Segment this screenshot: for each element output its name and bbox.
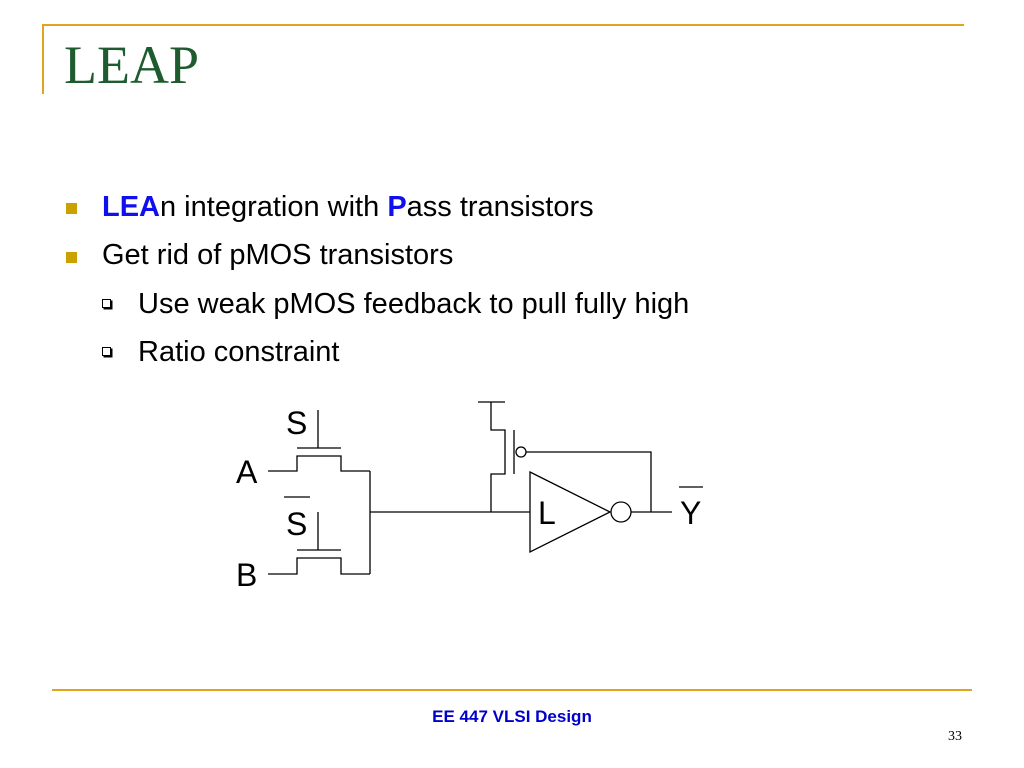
slide-title: LEAP [64,35,199,95]
title-frame-left-rule [42,24,44,94]
bullet-square-marker [66,203,77,214]
label-l: L [538,495,556,531]
title-frame-top-rule [42,24,964,26]
bullet-item-2: Get rid of pMOS transistors [102,239,454,271]
page-number: 33 [948,729,962,744]
label-y-bar: Y [680,495,701,531]
footer-course-title: EE 447 VLSI Design [432,707,592,726]
keeper-pmos-gate-bubble [515,446,527,458]
sub-bullet-item-1: Use weak pMOS feedback to pull fully hig… [138,288,690,320]
bullet-1-text-b: ass transistors [406,191,594,223]
pass-transistor-b-channel [268,557,370,575]
pass-transistor-a-channel [268,455,370,472]
bullet-1-text-a: n integration with [160,191,388,223]
keeper-pmos-channel [490,402,506,512]
sub-bullet-hollow-marker [102,299,111,308]
inverter-output-bubble [610,501,632,523]
inverter-triangle [529,470,612,554]
bullet-1-highlight-lea: LEA [102,191,160,223]
bullet-item-1: LEAn integration with Pass transistors [102,193,594,222]
bullet-square-marker [66,252,77,263]
footer-rule [52,689,972,691]
label-b: B [236,557,257,593]
sub-bullet-hollow-marker [102,347,111,356]
feedback-wire [526,451,652,512]
label-s-bar: S [286,506,307,542]
sub-bullet-item-2: Ratio constraint [138,336,340,368]
bullet-list: LEAn integration with Pass transistors G… [66,193,690,368]
label-s: S [286,405,307,441]
bullet-1-highlight-p: P [387,191,407,223]
label-a: A [236,454,258,490]
